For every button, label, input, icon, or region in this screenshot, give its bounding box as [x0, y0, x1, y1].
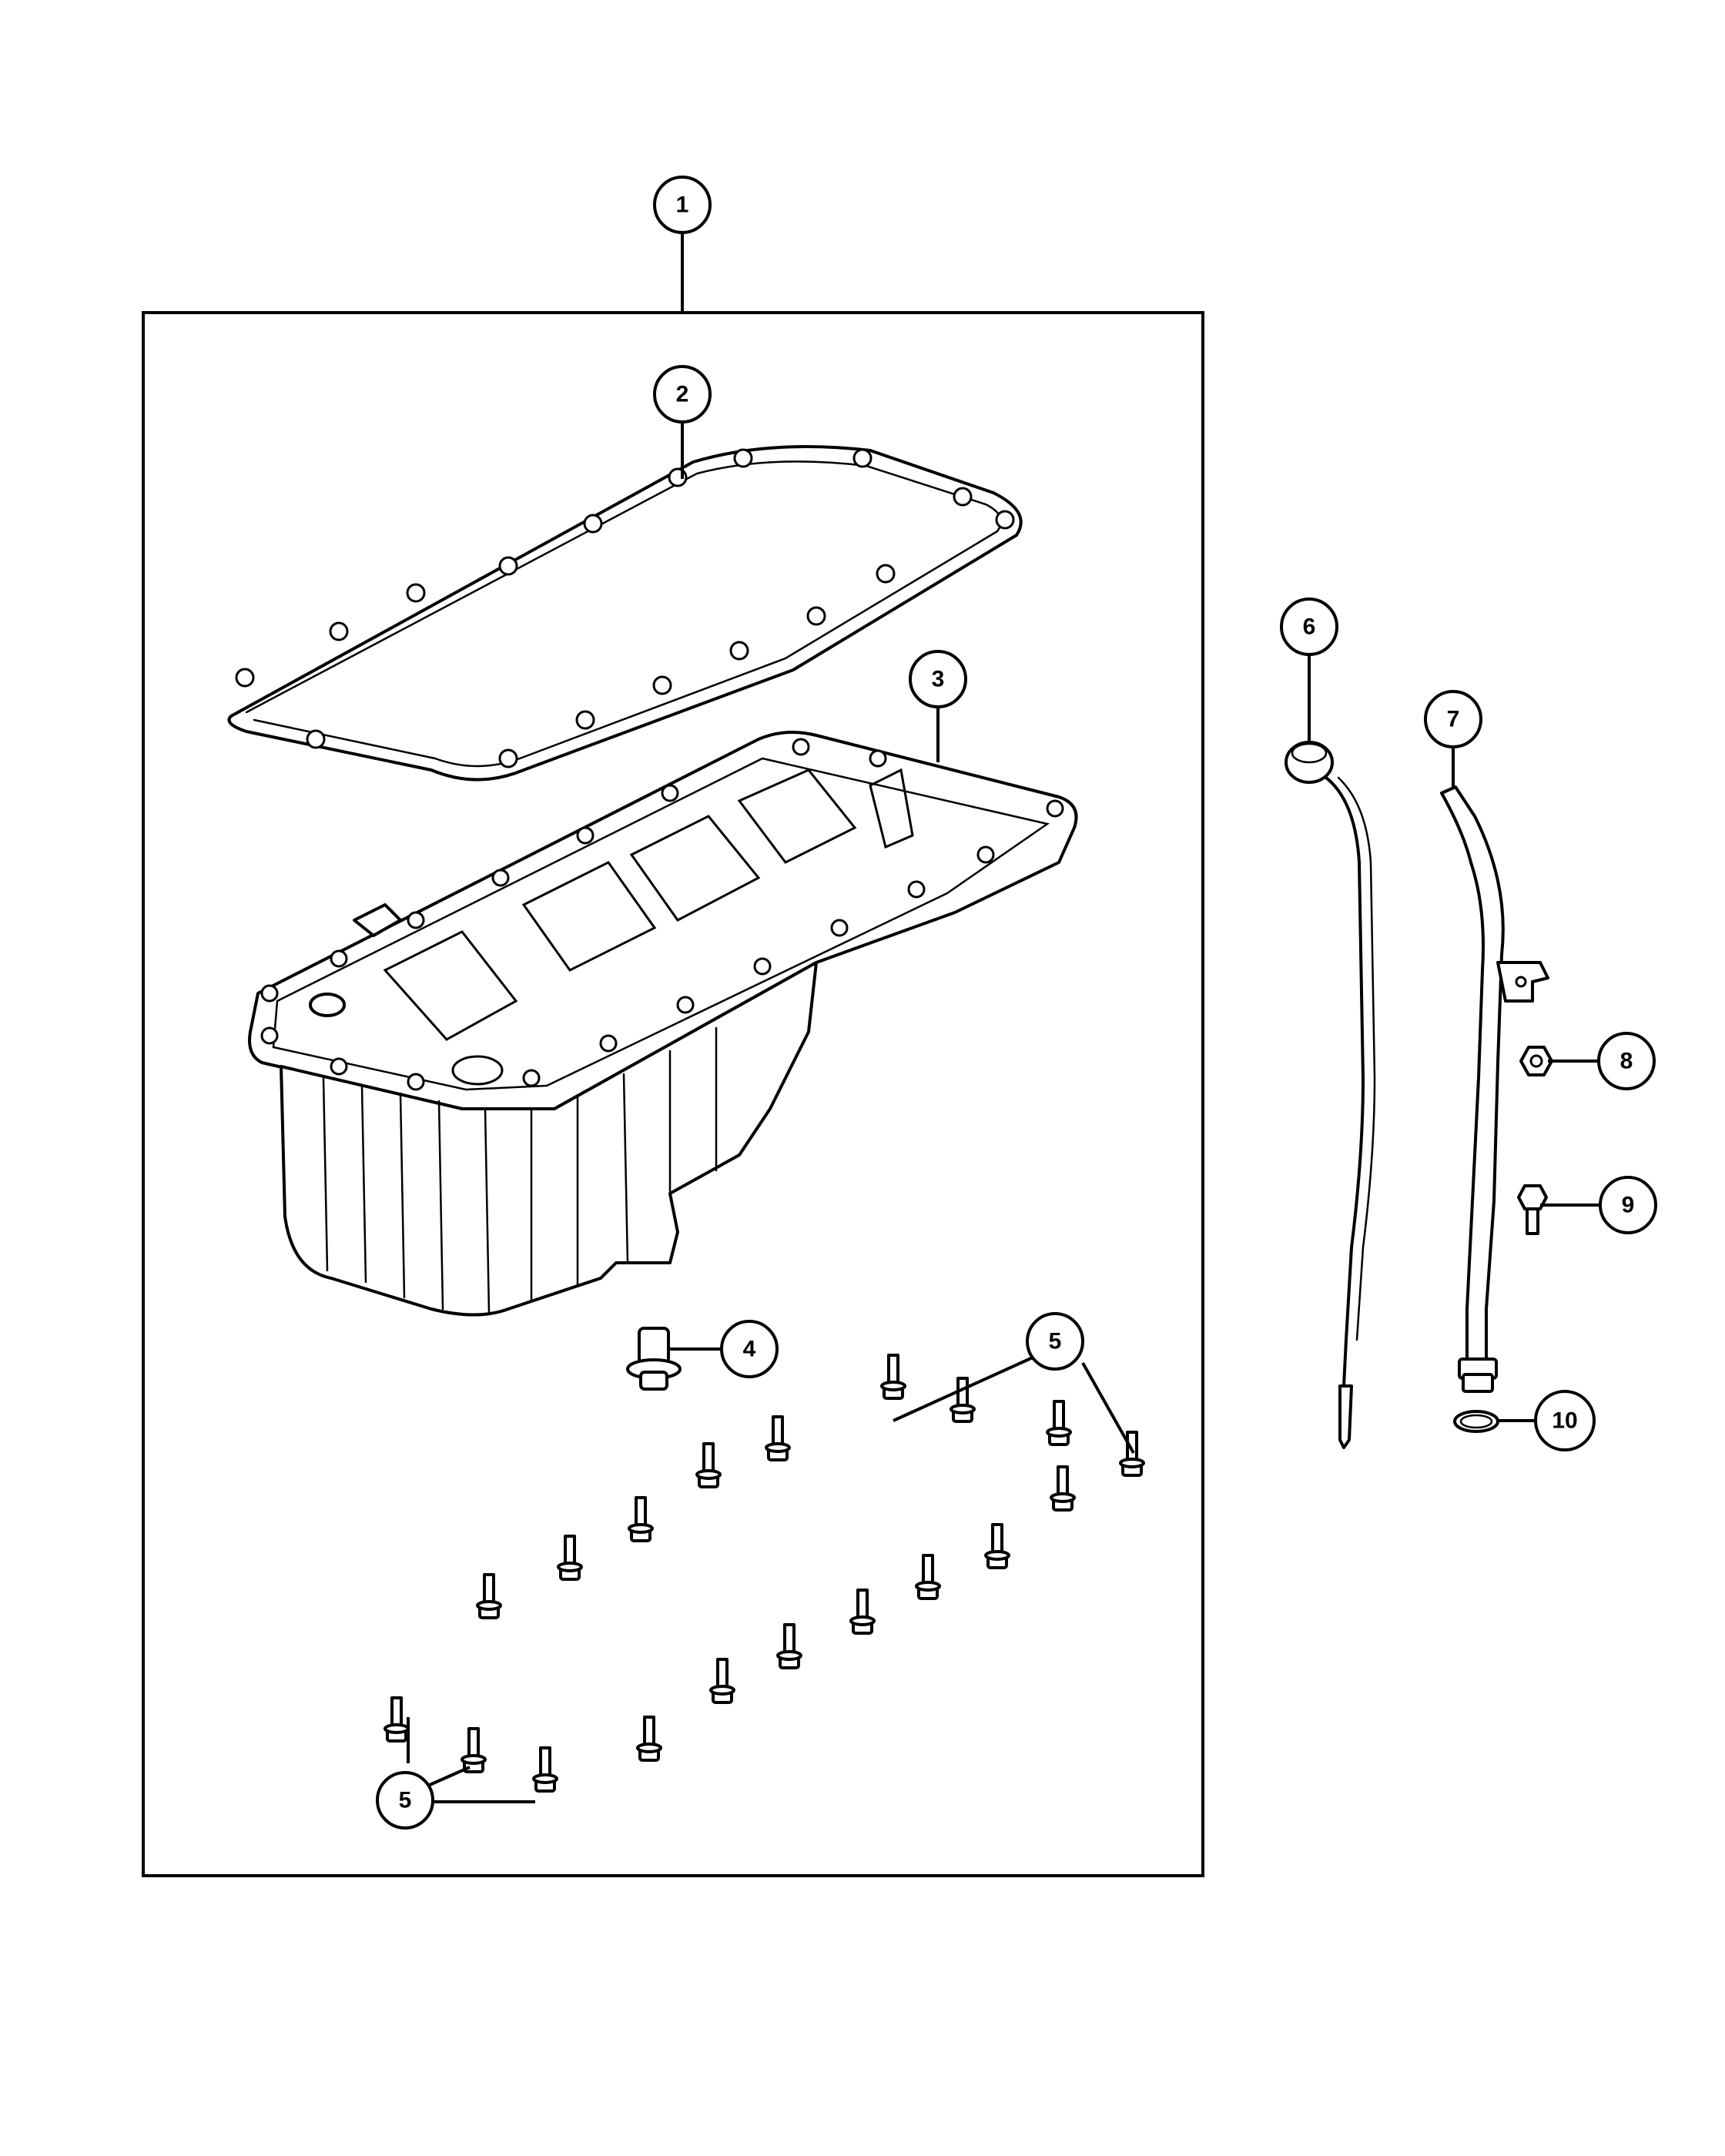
oil-pan-flange-holes: [260, 738, 1064, 1091]
oil-pan-pickup-boss: [309, 993, 346, 1017]
callout-4: 4: [720, 1320, 779, 1378]
pan-bolt: [557, 1535, 583, 1581]
pan-bolt: [628, 1496, 654, 1542]
callout-3: 3: [909, 650, 967, 708]
callout-10-label: 10: [1552, 1408, 1577, 1434]
pan-bolt: [915, 1554, 941, 1600]
callout-1-label: 1: [676, 192, 689, 218]
pan-bolts: [384, 1354, 1145, 1793]
pan-bolt: [476, 1573, 502, 1619]
oil-pan-gasket: [227, 445, 1023, 782]
callout-5-upper: 5: [1026, 1312, 1084, 1371]
callout-6-label: 6: [1303, 614, 1316, 640]
pan-bolt: [461, 1727, 487, 1773]
dipstick: [1285, 741, 1376, 1449]
pan-bolt: [1046, 1400, 1072, 1446]
callout-10: 10: [1534, 1390, 1596, 1451]
leader-lines: [407, 233, 1600, 1803]
callout-2: 2: [653, 365, 712, 424]
oil-pan: [248, 731, 1078, 1317]
callout-5-lower: 5: [376, 1771, 434, 1830]
tube-bolt: [1517, 1184, 1548, 1235]
callout-2-label: 2: [676, 382, 689, 407]
pan-bolt: [695, 1442, 722, 1488]
callout-8: 8: [1597, 1032, 1656, 1090]
callout-6: 6: [1280, 598, 1338, 656]
dipstick-tube: [1440, 785, 1549, 1393]
callout-7-label: 7: [1447, 707, 1460, 732]
callout-9-label: 9: [1622, 1193, 1635, 1218]
tube-nut: [1519, 1046, 1553, 1076]
pan-bolt: [1050, 1465, 1076, 1512]
callout-8-label: 8: [1620, 1049, 1633, 1074]
pan-bolt: [984, 1523, 1010, 1569]
pan-bolt: [776, 1623, 802, 1669]
drain-plug: [626, 1327, 682, 1391]
pan-bolt: [636, 1716, 662, 1762]
pan-bolt: [950, 1377, 976, 1423]
pan-bolt: [384, 1696, 410, 1743]
pan-bolt: [849, 1589, 876, 1635]
callout-9: 9: [1599, 1176, 1657, 1234]
callout-7: 7: [1424, 690, 1482, 748]
pan-bolt: [532, 1746, 558, 1793]
tube-o-ring: [1453, 1410, 1499, 1433]
callout-5-upper-label: 5: [1049, 1329, 1062, 1354]
oil-pan-bays: [383, 768, 914, 1041]
callout-1: 1: [653, 176, 712, 234]
callout-4-label: 4: [743, 1337, 756, 1362]
pan-bolt: [765, 1415, 791, 1461]
callout-3-label: 3: [932, 667, 945, 692]
oil-pan-assembly-frame: [142, 311, 1204, 1877]
oil-pan-ribs: [322, 1026, 718, 1314]
gasket-bolt-bosses: [235, 448, 1015, 768]
pan-bolt: [880, 1354, 906, 1400]
callout-5-lower-label: 5: [399, 1788, 412, 1813]
pan-bolt: [709, 1658, 735, 1704]
